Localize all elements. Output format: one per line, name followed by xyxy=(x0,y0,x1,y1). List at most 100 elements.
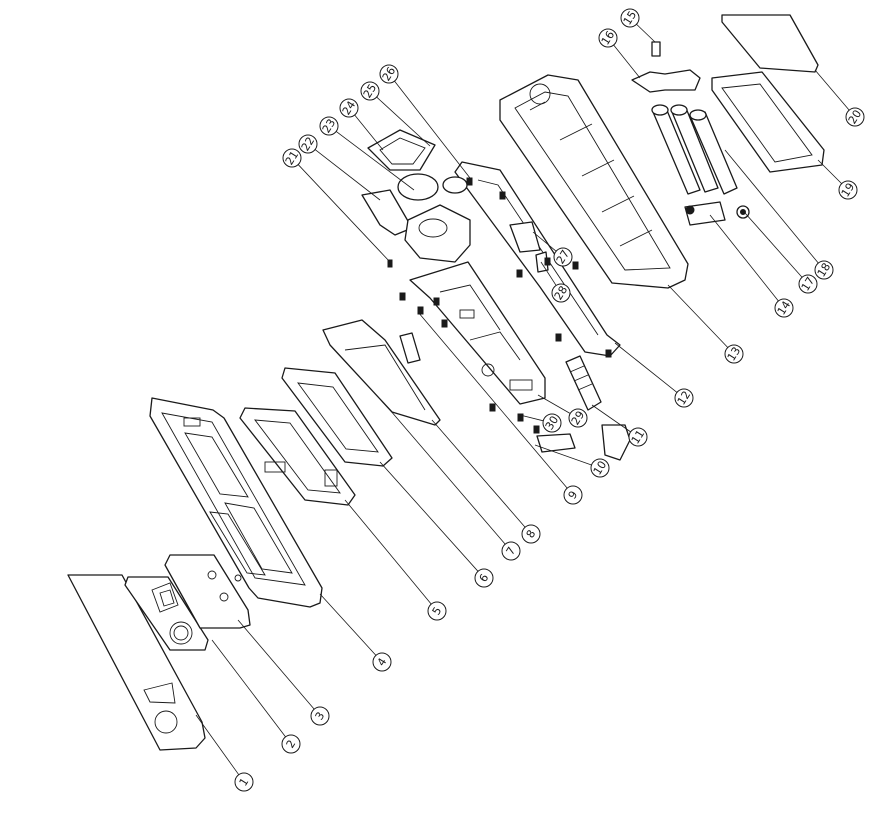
leader-line-27 xyxy=(532,231,557,252)
leader-line-20 xyxy=(814,69,850,111)
leader-line-14 xyxy=(709,214,779,302)
callout-20: 20 xyxy=(845,107,865,127)
callout-27: 27 xyxy=(553,247,573,267)
leader-line-1 xyxy=(195,714,240,775)
part-top-screw xyxy=(651,41,661,57)
leader-line-19 xyxy=(817,159,842,184)
callout-number-27: 27 xyxy=(554,248,572,267)
leader-line-15 xyxy=(636,23,656,43)
callout-5: 5 xyxy=(427,601,447,621)
callout-circle-9 xyxy=(563,485,583,505)
callout-2: 2 xyxy=(281,734,301,754)
part-window-plate xyxy=(164,554,251,629)
callout-circle-16 xyxy=(598,28,618,48)
leader-line-29 xyxy=(537,394,571,414)
callout-number-24: 24 xyxy=(340,99,358,118)
leader-line-16 xyxy=(613,44,641,79)
part-connector xyxy=(533,425,576,453)
callout-circle-6 xyxy=(474,568,494,588)
part-batteries xyxy=(651,104,738,195)
part-battery-housing xyxy=(499,74,689,289)
callout-circle-26 xyxy=(379,64,399,84)
callout-15: 15 xyxy=(620,8,640,28)
part-rear-cover xyxy=(721,14,819,73)
leader-line-30 xyxy=(519,414,544,422)
callout-circle-15 xyxy=(620,8,640,28)
callout-number-18: 18 xyxy=(815,261,833,280)
callout-circle-22 xyxy=(298,134,318,154)
callout-circle-7 xyxy=(501,541,521,561)
callout-7: 7 xyxy=(501,541,521,561)
callout-circle-2 xyxy=(281,734,301,754)
callout-number-25: 25 xyxy=(361,82,379,101)
leader-line-4 xyxy=(319,593,377,656)
callout-number-30: 30 xyxy=(543,414,561,433)
callout-number-17: 17 xyxy=(799,275,817,294)
callout-circle-19 xyxy=(838,180,858,200)
callout-8: 8 xyxy=(521,524,541,544)
part-keypad-plate xyxy=(124,576,209,651)
screws xyxy=(387,177,612,422)
callout-circle-4 xyxy=(372,652,392,672)
callout-17: 17 xyxy=(798,274,818,294)
leader-line-28 xyxy=(540,261,557,286)
callout-18: 18 xyxy=(814,260,834,280)
callout-10: 10 xyxy=(590,458,610,478)
callout-4: 4 xyxy=(372,652,392,672)
part-main-pcb xyxy=(409,261,546,405)
callout-number-20: 20 xyxy=(846,108,864,127)
callout-25: 25 xyxy=(360,81,380,101)
callout-number-15: 15 xyxy=(621,9,639,28)
callout-number-21: 21 xyxy=(283,149,301,168)
callout-circle-11 xyxy=(628,427,648,447)
leader-line-10 xyxy=(534,444,592,466)
callout-13: 13 xyxy=(724,344,744,364)
callout-circle-27 xyxy=(553,247,573,267)
callout-9: 9 xyxy=(563,485,583,505)
callout-circle-18 xyxy=(814,260,834,280)
part-front-housing xyxy=(149,397,323,608)
callout-number-16: 16 xyxy=(599,29,617,48)
part-flex-tab xyxy=(509,221,549,273)
callout-circle-29 xyxy=(568,408,588,428)
part-lens xyxy=(397,173,439,201)
leader-line-25 xyxy=(376,96,431,147)
part-battery-contact-left xyxy=(684,201,726,226)
callout-number-28: 28 xyxy=(552,284,570,303)
callout-21: 21 xyxy=(282,148,302,168)
callout-1: 1 xyxy=(234,772,254,792)
callout-number-22: 22 xyxy=(299,135,317,154)
callout-circle-17 xyxy=(798,274,818,294)
callout-labels: 1234567891011121314151617181920212223242… xyxy=(234,8,865,792)
callout-circle-12 xyxy=(674,388,694,408)
callout-26: 26 xyxy=(379,64,399,84)
callout-number-11: 11 xyxy=(629,428,647,447)
callout-14: 14 xyxy=(774,298,794,318)
callout-number-12: 12 xyxy=(675,389,693,408)
leader-line-22 xyxy=(314,149,381,201)
leader-line-13 xyxy=(667,284,729,348)
callout-12: 12 xyxy=(674,388,694,408)
callout-19: 19 xyxy=(838,180,858,200)
callout-24: 24 xyxy=(339,98,359,118)
leader-line-23 xyxy=(335,131,415,191)
callout-circle-20 xyxy=(845,107,865,127)
callout-circle-24 xyxy=(339,98,359,118)
part-gasket xyxy=(367,129,436,171)
callout-circle-21 xyxy=(282,148,302,168)
callout-leaders xyxy=(195,23,850,775)
leader-line-8 xyxy=(431,419,526,528)
part-small-cap xyxy=(442,176,468,194)
callout-number-26: 26 xyxy=(380,65,398,84)
callout-number-10: 10 xyxy=(591,459,609,478)
callout-circle-1 xyxy=(234,772,254,792)
callout-circle-23 xyxy=(319,116,339,136)
callout-circle-8 xyxy=(521,524,541,544)
callout-number-14: 14 xyxy=(775,299,793,318)
part-lcd-bracket xyxy=(322,319,441,426)
leader-line-17 xyxy=(744,212,803,278)
callout-28: 28 xyxy=(551,283,571,303)
part-top-clip xyxy=(631,69,701,93)
